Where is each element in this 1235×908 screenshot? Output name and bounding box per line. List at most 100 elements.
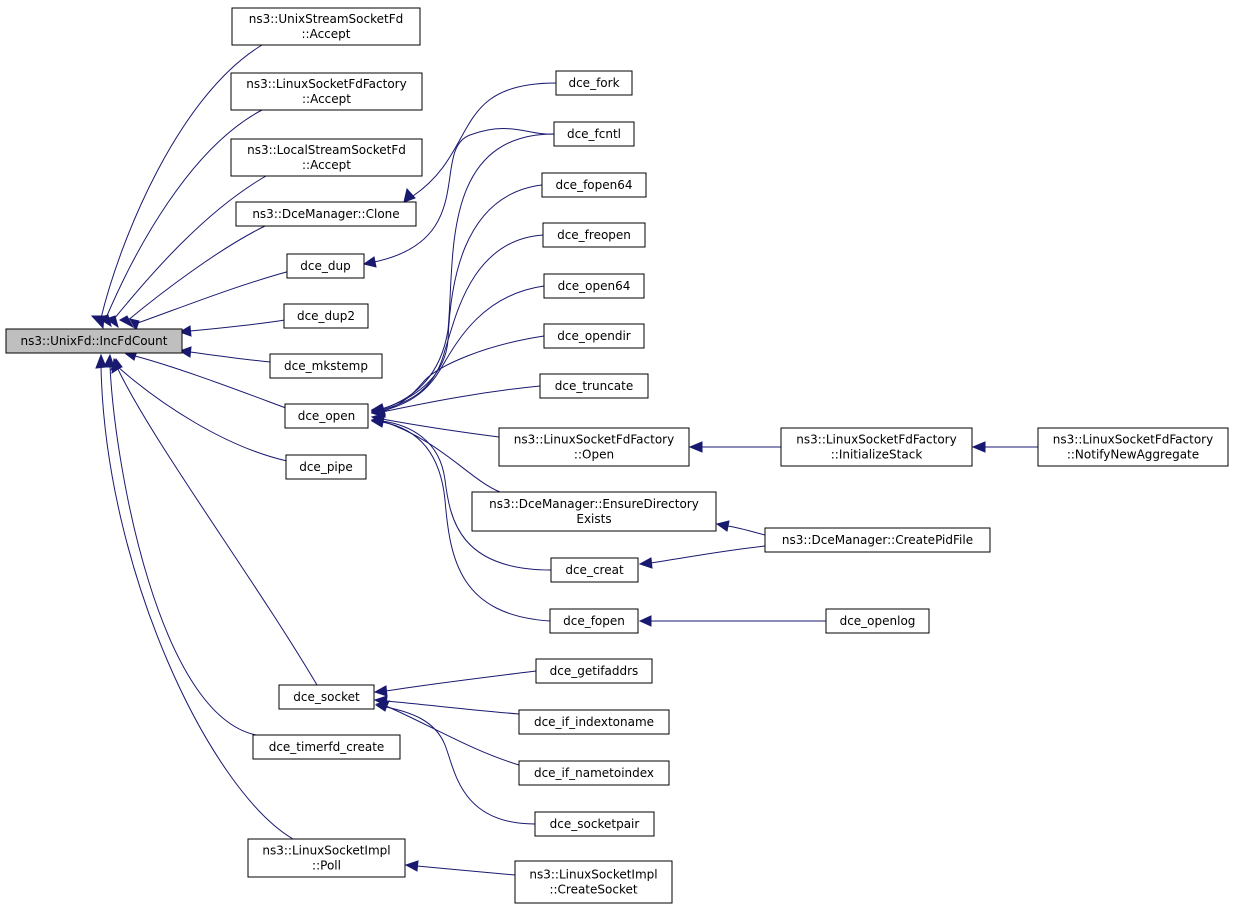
node-box[interactable] (825, 608, 930, 634)
node-box[interactable] (498, 427, 690, 467)
node-box[interactable] (235, 201, 417, 227)
node-box[interactable] (543, 323, 645, 349)
node-dce-open64[interactable]: dce_open64 (543, 273, 645, 299)
node-box[interactable] (247, 838, 406, 878)
node-linuxsocketimpl-createsocket[interactable]: ns3::LinuxSocketImpl::CreateSocket (514, 860, 673, 904)
edge-line (117, 366, 288, 462)
node-dcemanager-createpidfile[interactable]: ns3::DceManager::CreatePidFile (764, 527, 991, 553)
node-dce-dup2[interactable]: dce_dup2 (283, 303, 369, 329)
edge-line (650, 545, 766, 564)
edge-dcemanager_createpidfile-to-dce_creat (638, 545, 766, 569)
node-dce-fcntl[interactable]: dce_fcntl (553, 121, 635, 147)
node-box[interactable] (284, 403, 369, 429)
node-dce-truncate[interactable]: dce_truncate (539, 373, 649, 399)
node-dce-socketpair[interactable]: dce_socketpair (534, 811, 655, 837)
node-box[interactable] (285, 454, 367, 480)
node-box[interactable] (539, 373, 649, 399)
edge-line (126, 225, 266, 322)
node-dce-open[interactable]: dce_open (284, 403, 369, 429)
node-label: ns3::UnixStreamSocketFd (249, 12, 404, 26)
node-dce-fopen64[interactable]: dce_fopen64 (541, 172, 647, 198)
node-dce-fopen[interactable]: dce_fopen (549, 608, 639, 634)
edge-linuxfactory_notify-to-linuxfactory_initstack (971, 441, 1038, 453)
node-dce-getifaddrs[interactable]: dce_getifaddrs (535, 658, 653, 684)
node-dce-creat[interactable]: dce_creat (550, 557, 639, 583)
node-box[interactable] (278, 684, 375, 710)
node-linuxsocketimpl-poll[interactable]: ns3::LinuxSocketImpl::Poll (247, 838, 406, 878)
graph-nodes: ns3::UnixFd::IncFdCount ns3::UnixStreamSo… (5, 7, 1229, 904)
node-dce-pipe[interactable]: dce_pipe (285, 454, 367, 480)
node-box[interactable] (230, 72, 423, 111)
node-linuxfactory-accept[interactable]: ns3::LinuxSocketFdFactory::Accept (230, 72, 423, 111)
node-dce-mkstemp[interactable]: dce_mkstemp (269, 353, 383, 379)
node-unixstream-accept[interactable]: ns3::UnixStreamSocketFd::Accept (231, 7, 421, 46)
node-root[interactable]: ns3::UnixFd::IncFdCount (5, 328, 183, 354)
node-dce-socket[interactable]: dce_socket (278, 684, 375, 710)
node-box[interactable] (553, 121, 635, 147)
node-box[interactable] (514, 860, 673, 904)
node-label: ns3::LinuxSocketFdFactory (796, 433, 956, 447)
node-linuxfactory-initstack[interactable]: ns3::LinuxSocketFdFactory::InitializeSta… (780, 427, 973, 467)
node-label: dce_if_indextoname (534, 715, 654, 729)
edge-dce_openlog-to-dce_fopen (638, 615, 826, 627)
edge-localstream_accept-to-root (104, 175, 267, 329)
node-dce-opendir[interactable]: dce_opendir (543, 323, 645, 349)
node-label: dce_fork (568, 76, 619, 90)
node-box[interactable] (780, 427, 973, 467)
node-box[interactable] (542, 222, 646, 248)
edge-line (381, 234, 544, 411)
edge-line (381, 418, 500, 438)
node-box[interactable] (252, 734, 401, 760)
node-box[interactable] (5, 328, 183, 354)
edge-linuxsocketimpl_createsocket-to-linuxsocketimpl_poll (404, 860, 516, 876)
node-box[interactable] (549, 608, 639, 634)
edge-linuxsocketimpl_poll-to-root (95, 353, 294, 840)
node-box[interactable] (518, 760, 670, 786)
node-box[interactable] (534, 811, 655, 837)
node-box[interactable] (286, 253, 365, 279)
edge-line (416, 865, 516, 876)
node-box[interactable] (230, 138, 423, 177)
node-box[interactable] (283, 303, 369, 329)
node-dce-openlog[interactable]: dce_openlog (825, 608, 930, 634)
node-box[interactable] (555, 70, 633, 96)
edge-arrowhead (118, 315, 135, 329)
edge-line (189, 319, 286, 332)
edge-line (385, 706, 536, 825)
edge-dce_getifaddrs-to-dce_socket (373, 670, 537, 697)
node-box[interactable] (550, 557, 639, 583)
edge-arrowhead (638, 615, 652, 627)
node-dce-fork[interactable]: dce_fork (555, 70, 633, 96)
node-dce-if-indextoname[interactable]: dce_if_indextoname (518, 709, 670, 735)
node-dce-timerfd-create[interactable]: dce_timerfd_create (252, 734, 401, 760)
node-label: dce_getifaddrs (550, 664, 639, 678)
edge-arrowhead (688, 441, 703, 453)
edge-arrowhead (403, 187, 416, 203)
node-dce-if-nametoindex[interactable]: dce_if_nametoindex (518, 760, 670, 786)
node-box[interactable] (764, 527, 991, 553)
node-box[interactable] (269, 353, 383, 379)
node-dcemanager-clone[interactable]: ns3::DceManager::Clone (235, 201, 417, 227)
edge-arrowhead (362, 256, 377, 268)
node-box[interactable] (231, 7, 421, 46)
node-box[interactable] (535, 658, 653, 684)
edge-linuxfactory_initstack-to-linuxfactory_open (688, 441, 781, 453)
node-dce-dup[interactable]: dce_dup (286, 253, 365, 279)
node-linuxfactory-notify[interactable]: ns3::LinuxSocketFdFactory::NotifyNewAggr… (1037, 427, 1229, 467)
node-label: dce_open (298, 409, 356, 423)
node-box[interactable] (541, 172, 647, 198)
edge-line (134, 355, 287, 409)
node-dce-freopen[interactable]: dce_freopen (542, 222, 646, 248)
node-box[interactable] (543, 273, 645, 299)
node-box[interactable] (471, 491, 717, 532)
node-label: ns3::LinuxSocketImpl (529, 868, 657, 882)
edge-arrowhead (104, 315, 119, 329)
edge-line (381, 184, 543, 410)
edge-line (381, 420, 552, 571)
node-box[interactable] (518, 709, 670, 735)
node-label: ns3::DceManager::EnsureDirectory (489, 497, 699, 511)
node-linuxfactory-open[interactable]: ns3::LinuxSocketFdFactory::Open (498, 427, 690, 467)
node-box[interactable] (1037, 427, 1229, 467)
node-localstream-accept[interactable]: ns3::LocalStreamSocketFd::Accept (230, 138, 423, 177)
